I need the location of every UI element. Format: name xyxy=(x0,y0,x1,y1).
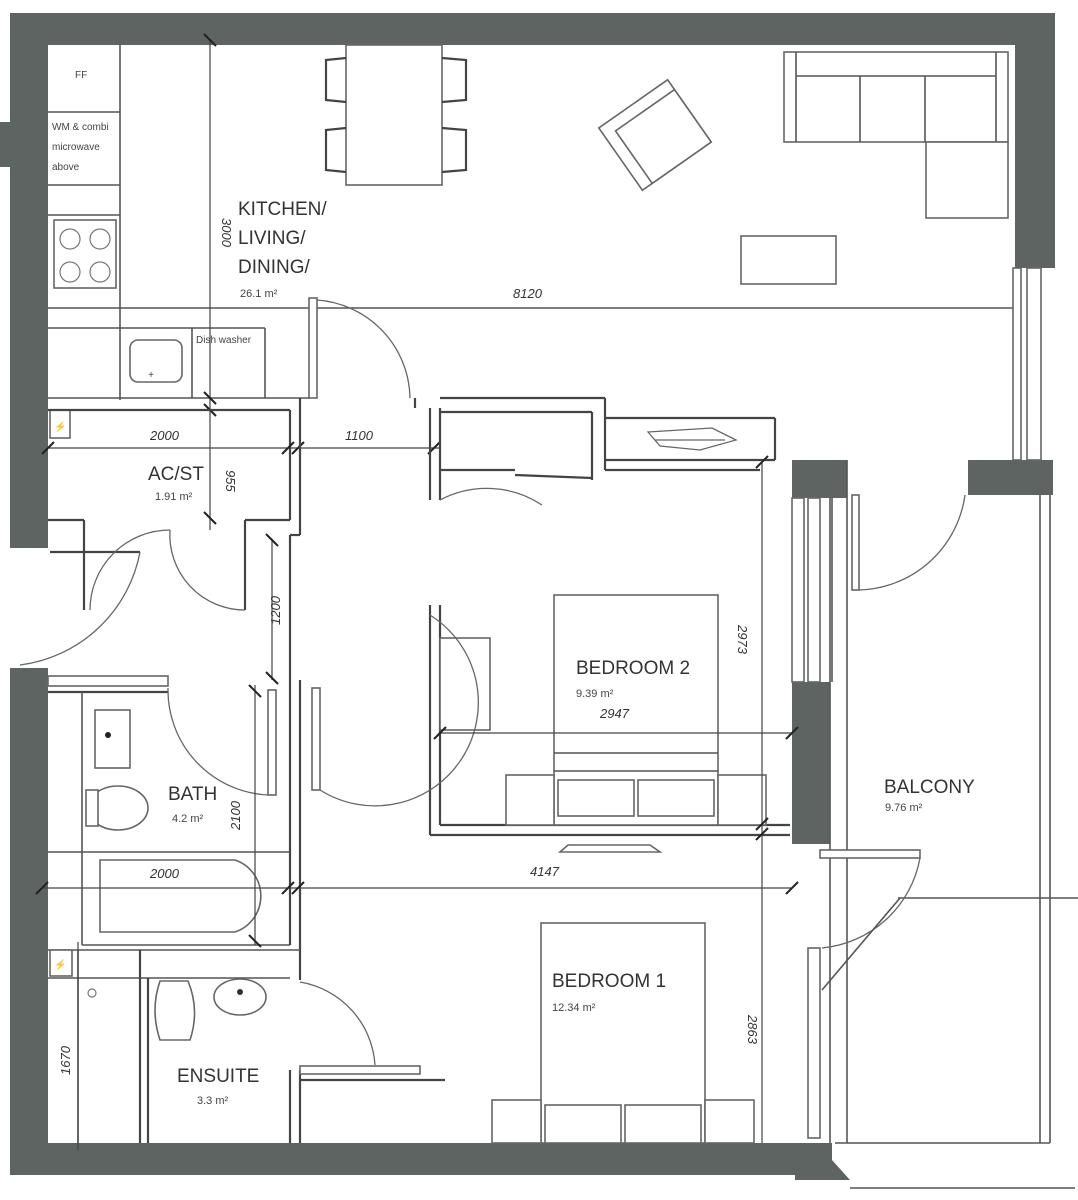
dim-ensuite-depth: 1670 xyxy=(58,1045,73,1075)
ensuite-area: 3.3 m² xyxy=(197,1095,229,1107)
dining-table xyxy=(324,44,468,186)
dim-hall-depth: 1200 xyxy=(268,595,283,625)
dim-bath-width: 2000 xyxy=(149,866,180,881)
dim-bedroom2-width: 2947 xyxy=(599,706,630,721)
dim-acst-depth: 955 xyxy=(223,470,238,492)
washer-label-2: microwave xyxy=(52,142,100,153)
bedroom1-area: 12.34 m² xyxy=(552,1002,596,1014)
balcony-area: 9.76 m² xyxy=(885,802,923,814)
ensuite-toilet xyxy=(154,980,196,1041)
bath-walls xyxy=(47,675,302,980)
bedroom2-bed xyxy=(505,594,767,826)
coffee-table xyxy=(740,235,837,285)
tv-icon xyxy=(557,844,663,853)
kitchen-name-2: LIVING/ xyxy=(238,228,306,249)
washer-label-1: WM & combi xyxy=(52,122,109,133)
kitchen-name-1: KITCHEN/ xyxy=(238,199,327,220)
dim-hall-width: 1100 xyxy=(345,428,374,443)
bath-area: 4.2 m² xyxy=(172,813,204,825)
hall-walls xyxy=(288,396,777,680)
dim-kitchen-depth: 3000 xyxy=(219,218,234,248)
svg-text:+: + xyxy=(148,370,154,381)
balcony xyxy=(807,460,1078,1189)
dim-bath-depth: 2100 xyxy=(228,800,243,831)
ensuite-basin xyxy=(213,978,267,1016)
dim-acst-width: 2000 xyxy=(149,428,180,443)
shelving-icon xyxy=(646,427,738,451)
armchair xyxy=(597,78,713,192)
bath-name: BATH xyxy=(168,784,217,805)
dim-kitchen-width: 8120 xyxy=(513,286,543,301)
bath-basin xyxy=(94,709,131,769)
kitchen-units: + xyxy=(48,45,1015,400)
exterior-walls xyxy=(0,13,1055,1180)
svg-text:⚡: ⚡ xyxy=(54,420,66,433)
washer-label-3: above xyxy=(52,162,80,173)
balcony-name: BALCONY xyxy=(884,777,975,798)
dishwasher-label: Dish washer xyxy=(196,335,252,346)
bedroom1-name: BEDROOM 1 xyxy=(552,971,666,992)
dim-bedroom1-width: 4147 xyxy=(530,864,560,879)
fridge-label: FF xyxy=(75,70,87,81)
ensuite-walls: ⚡ xyxy=(48,949,445,1143)
ensuite-name: ENSUITE xyxy=(177,1066,259,1087)
kitchen-area: 26.1 m² xyxy=(240,288,278,300)
acst-name: AC/ST xyxy=(148,464,204,485)
kitchen-window xyxy=(1012,267,1042,461)
dim-bedroom2-depth: 2973 xyxy=(735,624,750,655)
corner-sofa xyxy=(783,51,1009,219)
bedroom2-name: BEDROOM 2 xyxy=(576,658,690,679)
bedroom2-area: 9.39 m² xyxy=(576,688,614,700)
dim-bedroom1-depth: 2863 xyxy=(745,1014,760,1045)
acst-area: 1.91 m² xyxy=(155,491,193,503)
bedroom1-bed xyxy=(491,922,755,1144)
bathtub xyxy=(99,859,262,933)
svg-text:⚡: ⚡ xyxy=(54,958,66,971)
acst-walls: ⚡ xyxy=(48,408,292,610)
kitchen-name-3: DINING/ xyxy=(238,257,311,278)
